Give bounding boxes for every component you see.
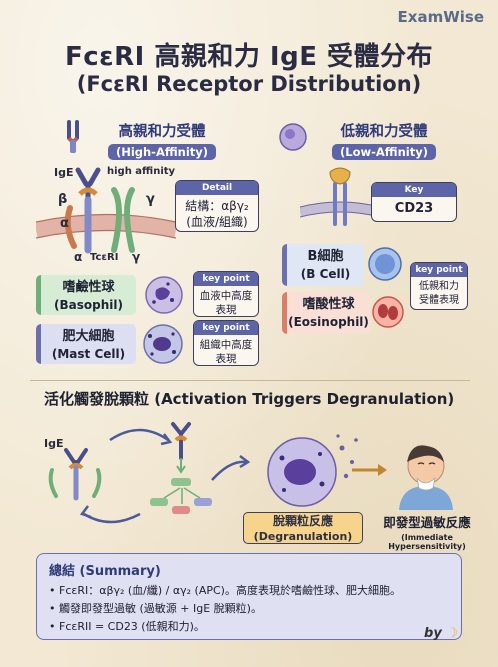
summary-box: 總結 (Summary) FcεRI：αβγ₂ (血/纖) / αγ₂ (APC… [36,553,462,640]
low-affinity-cell-icon [278,122,308,156]
arrow-to-reaction [350,462,390,482]
summary-item: FcεRII = CD23 (低親和力)。 [49,618,449,634]
immediate-title: 即發型過敏反應 [383,515,471,530]
immediate-en: (Immediate Hypersensitivity) [388,533,466,551]
bcell-icon [366,245,404,287]
low-affinity-title: 低親和力受體 [340,124,428,140]
mast-cell-icon [140,322,186,370]
alpha-label: α [60,216,69,231]
gamma-label: γ [146,192,155,207]
page-title: FcεRI 高親和力 IgE 受體分布 [64,42,434,72]
alpha-bottom-label: α [74,250,83,264]
sneezing-person-icon [393,436,459,514]
summary-list: FcεRI：αβγ₂ (血/纖) / αγ₂ (APC)。高度表現於嗜鹼性球、肥… [49,582,449,634]
degranulation-box: 脫顆粒反應 (Degranulation) [243,512,363,544]
basophil-label-box: 嗜鹼性球 (Basophil) [36,275,136,315]
degranulation-en: (Degranulation) [253,529,353,543]
divider [30,380,470,381]
byline: by ☽ [424,626,458,641]
summary-item: 觸發即發型過敏 (過敏源 + IgE 脫顆粒)。 [49,600,449,616]
receptor-label: TcεRI [90,252,119,263]
banana-icon: ☽ [446,626,458,641]
mast-cell-label-box: 肥大細胞 (Mast Cell) [36,324,136,364]
basophil-kp-head: key point [194,272,258,286]
low-kp-head: key point [411,263,467,277]
low-kp-line2: 受體表現 [419,294,459,306]
activation-title: 活化觸發脫顆粒 (Activation Triggers Degranulati… [44,390,455,408]
summary-title: 總結 (Summary) [49,564,161,579]
high-affinity-receptor-icon [60,120,86,158]
high-affinity-sub: (High-Affinity) [107,144,217,160]
degranulating-cell-icon [262,428,362,516]
fceri-receptor-diagram [34,160,178,274]
mast-kp-line1: 組織中高度 [199,339,253,351]
ige-label: IgE [54,166,74,179]
detail-line-2: (血液/組織) [186,215,248,230]
gamma-bottom-label: γ [132,250,141,264]
degranulation-title: 脫顆粒反應 [272,514,333,528]
key-card: Key CD23 [371,182,457,222]
eosinophil-icon [370,294,406,334]
mast-kp-line2: 表現 [215,353,237,366]
page-subtitle: (FcεRI Receptor Distribution) [76,72,422,96]
byline-text: by [424,626,442,641]
detail-card-head: Detail [176,181,258,195]
eosinophil-name: 嗜酸性球 [302,297,355,312]
basophil-kp-line1: 血液中高度 [199,290,253,302]
activation-ige-label: IgE [44,437,64,450]
mast-cell-name: 肥大細胞 [62,329,115,344]
bcell-name: B細胞 [307,249,344,264]
activation-flow-diagram [30,410,260,534]
detail-line-1: 結構：αβγ₂ [185,199,249,213]
cd23-receptor-diagram [298,164,382,238]
low-affinity-sub: (Low-Affinity) [332,144,436,160]
basophil-cell-icon [142,274,186,320]
key-card-value: CD23 [394,201,434,216]
eosinophil-en: (Eosinophil) [288,314,369,329]
detail-card: Detail 結構：αβγ₂ (血液/組織) [175,180,259,232]
mast-cell-en: (Mast Cell) [51,346,126,361]
low-kp-line1: 低親和力 [419,281,459,292]
summary-item: FcεRI：αβγ₂ (血/纖) / αγ₂ (APC)。高度表現於嗜鹼性球、肥… [49,582,449,598]
high-affinity-heading: 高親和力受體 (High-Affinity) [92,120,232,160]
bcell-en: (B Cell) [300,266,351,281]
basophil-key-point-card: key point 血液中高度 表現 [193,271,259,317]
mast-kp-head: key point [194,321,258,335]
high-affinity-label: high affinity [107,166,176,177]
high-affinity-title: 高親和力受體 [118,124,206,140]
low-affinity-heading: 低親和力受體 (Low-Affinity) [314,120,454,160]
basophil-en: (Basophil) [54,297,123,312]
eosinophil-label-box: 嗜酸性球 (Eosinophil) [282,292,370,334]
basophil-name: 嗜鹼性球 [62,280,115,295]
low-affinity-key-point-card: key point 低親和力 受體表現 [410,262,468,310]
immediate-hypersensitivity: 即發型過敏反應 (Immediate Hypersensitivity) [362,512,492,551]
key-card-head: Key [372,183,456,197]
beta-label: β [58,192,68,207]
bcell-label-box: B細胞 (B Cell) [282,244,364,286]
basophil-kp-line2: 表現 [215,304,237,317]
brand-logo: ExamWise [397,8,484,26]
mast-key-point-card: key point 組織中高度 表現 [193,320,259,366]
